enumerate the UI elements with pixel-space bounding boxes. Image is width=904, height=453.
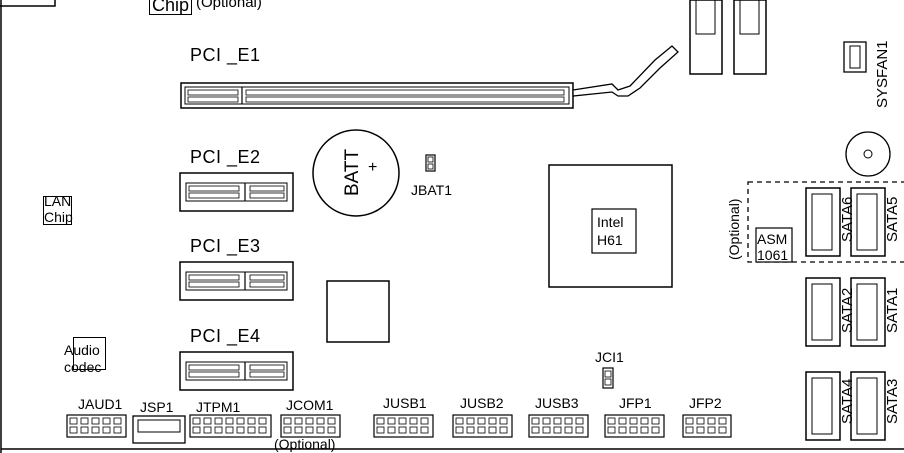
pci-e4-slot xyxy=(179,351,294,391)
jusb1-label: JUSB1 xyxy=(383,395,427,411)
asm-optional-label: (Optional) xyxy=(726,198,742,260)
lan-chip xyxy=(43,196,72,225)
sata5-label: SATA5 xyxy=(884,196,901,242)
jusb1-header xyxy=(373,414,434,438)
jcom1-optional-label: (Optional) xyxy=(274,436,336,452)
jusb2-header xyxy=(452,414,513,438)
jfp1-label: JFP1 xyxy=(619,395,652,411)
asm1061-chip xyxy=(755,227,793,263)
asm1061-label: ASM 1061 xyxy=(757,231,789,263)
pci-e3-label: PCI _E3 xyxy=(190,236,261,256)
jusb2-label: JUSB2 xyxy=(460,395,504,411)
jbat1-label: JBAT1 xyxy=(411,182,452,198)
battery-plus: + xyxy=(368,159,378,176)
pci-e1-label: PCI _E1 xyxy=(190,45,261,65)
chip-top-optional-label: (Optional) xyxy=(196,0,262,11)
audio-codec-label: Audio codec xyxy=(64,342,102,375)
jtpm1-header xyxy=(189,414,272,438)
sata4-label: SATA4 xyxy=(839,378,856,424)
jaud1-label: JAUD1 xyxy=(78,396,123,412)
sata6-label: SATA6 xyxy=(839,196,856,242)
jci1-label: JCI1 xyxy=(595,349,624,365)
jaud1-header xyxy=(66,414,127,438)
jusb3-header xyxy=(528,414,589,438)
jusb3-label: JUSB3 xyxy=(535,395,579,411)
jsp1-label: JSP1 xyxy=(140,399,174,415)
pci-e2-slot xyxy=(179,172,294,212)
pci-e3-slot xyxy=(179,261,294,301)
jcom1-header xyxy=(280,414,341,438)
lan-chip-label: LAN Chip xyxy=(44,193,73,225)
sata3-label: SATA3 xyxy=(884,378,901,424)
jtpm1-label: JTPM1 xyxy=(196,399,241,415)
jci1-jumper xyxy=(602,367,614,389)
jcom1-label: JCOM1 xyxy=(286,397,334,413)
sata-connectors xyxy=(805,187,886,441)
jfp1-header xyxy=(604,414,665,438)
chip-top-label: Chip xyxy=(149,0,193,15)
sata2-label: SATA2 xyxy=(839,287,856,333)
jbat1-jumper xyxy=(425,154,436,172)
audio-codec-chip xyxy=(73,337,106,370)
battery-icon xyxy=(312,129,400,217)
jfp2-header xyxy=(682,414,732,438)
jfp2-label: JFP2 xyxy=(689,395,722,411)
pci-e4-label: PCI _E4 xyxy=(190,326,261,346)
battery-label: BATT xyxy=(342,148,363,196)
pci-e1-slot xyxy=(180,45,679,109)
bottom-headers xyxy=(66,414,732,438)
pci-e2-label: PCI _E2 xyxy=(190,147,261,167)
chip-square xyxy=(326,280,390,343)
intel-h61-label: Intel H61 xyxy=(597,214,624,248)
round-component xyxy=(845,131,891,177)
sysfan1-label: SYSFAN1 xyxy=(874,40,891,108)
sata1-label: SATA1 xyxy=(884,287,901,333)
